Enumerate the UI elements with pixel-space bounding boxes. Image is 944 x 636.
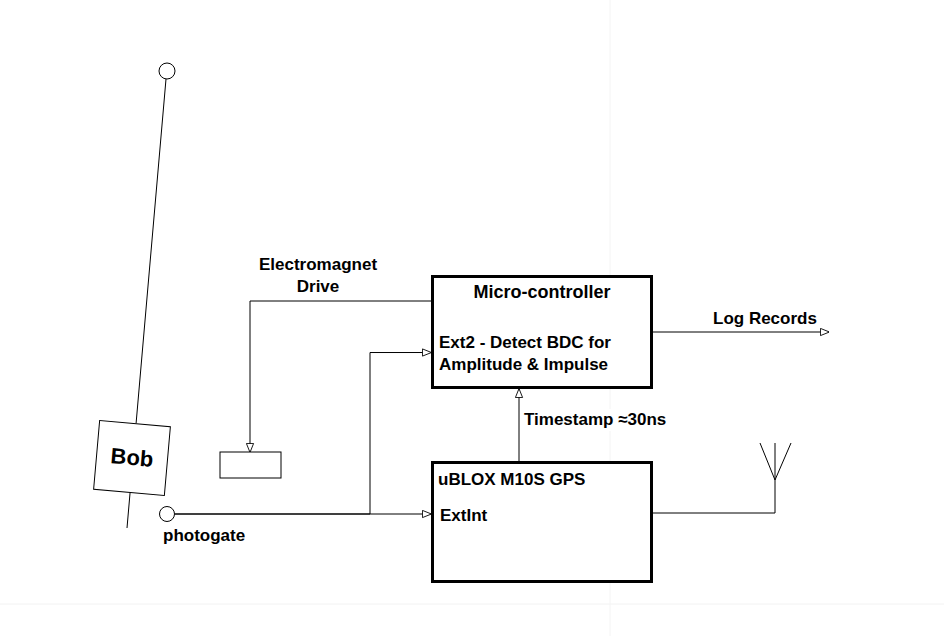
drive-wire — [250, 301, 431, 452]
antenna-symbol — [760, 443, 791, 480]
box-title: uBLOX M10S GPS — [434, 464, 650, 491]
signal-wire — [175, 353, 431, 514]
bob-box: Bob — [93, 420, 171, 496]
photogate-circle — [159, 506, 177, 524]
photogate-sensor: photogate — [159, 506, 269, 552]
bob-label: Bob — [110, 443, 155, 473]
signal-wire — [519, 389, 520, 461]
box-title: Micro-controller — [434, 278, 650, 303]
edge-label: Timestamp ≈30ns — [522, 409, 668, 431]
box-body: Ext2 - Detect BDC for Amplitude & Impuls… — [434, 332, 646, 382]
antenna-wire — [653, 443, 775, 513]
signal-label: Electromagnet Drive — [236, 254, 400, 298]
grid-line — [0, 604, 944, 605]
pin-label: ExtInt — [434, 491, 650, 533]
sensor-label: photogate — [163, 525, 245, 547]
log-wire — [653, 332, 829, 333]
electromagnet — [220, 452, 281, 478]
microcontroller-box: Micro-controllerExt2 - Detect BDC for Am… — [431, 275, 653, 389]
pivot-circle — [159, 63, 175, 79]
gps-module-box: uBLOX M10S GPSExtInt — [431, 461, 653, 583]
output-label: Log Records — [711, 308, 819, 330]
